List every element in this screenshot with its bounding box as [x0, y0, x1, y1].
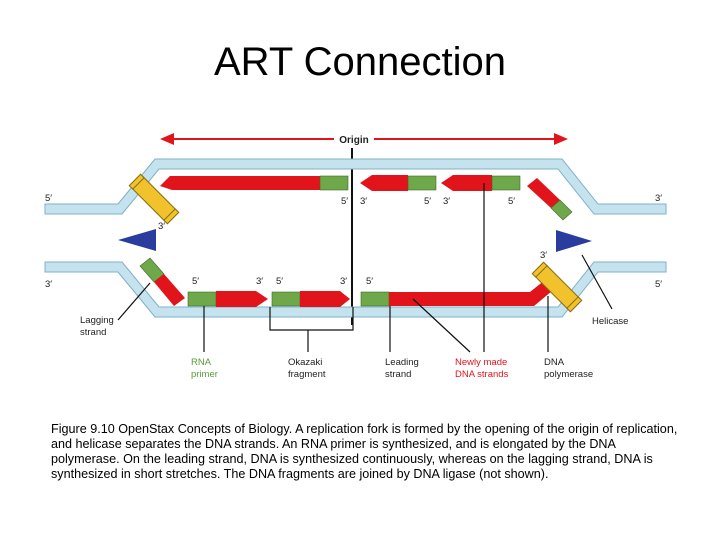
- svg-text:3′: 3′: [443, 196, 450, 207]
- svg-text:3′: 3′: [340, 276, 347, 287]
- svg-text:3′: 3′: [360, 196, 367, 207]
- dna-polymerase-label: DNA: [544, 357, 565, 368]
- bottom-leading-primer: [360, 291, 390, 307]
- top-lagging-end: [527, 178, 560, 208]
- figure-caption: Figure 9.10 OpenStax Concepts of Biology…: [51, 422, 678, 481]
- lagging-strand-label: Lagging: [80, 315, 114, 326]
- svg-text:5′: 5′: [655, 279, 662, 290]
- top-parent-strand: [44, 158, 667, 215]
- bottom-fragment-1: [216, 291, 268, 307]
- svg-text:primer: primer: [191, 369, 218, 380]
- top-leading-strand: [160, 176, 320, 190]
- svg-text:5′: 5′: [508, 196, 515, 207]
- dna-polymerase-right: [531, 261, 583, 313]
- top-fragment-2-primer: [491, 175, 521, 191]
- okazaki-fragment-label: Okazaki: [288, 357, 322, 368]
- dna-polymerase-left: [128, 173, 180, 225]
- top-fragment-1: [360, 175, 408, 191]
- bottom-lagging-start: [154, 274, 185, 306]
- svg-text:5′: 5′: [424, 196, 431, 207]
- bottom-leading-strand: [389, 276, 558, 306]
- bottom-parent-strand: [44, 261, 667, 318]
- slide-title: ART Connection: [213, 40, 507, 84]
- svg-text:5′: 5′: [276, 276, 283, 287]
- svg-text:polymerase: polymerase: [544, 369, 593, 380]
- svg-text:3′: 3′: [655, 193, 662, 204]
- svg-text:strand: strand: [80, 327, 106, 338]
- top-fragment-2: [441, 175, 492, 191]
- svg-text:5′: 5′: [192, 276, 199, 287]
- helicase-right-icon: [556, 230, 592, 252]
- origin-arrow-right-head: [554, 133, 568, 145]
- top-lagging-end-primer: [550, 199, 573, 221]
- svg-text:3′: 3′: [540, 250, 547, 261]
- svg-text:3′: 3′: [158, 221, 165, 232]
- svg-text:5′: 5′: [45, 193, 52, 204]
- svg-text:5′: 5′: [341, 196, 348, 207]
- svg-text:3′: 3′: [45, 279, 52, 290]
- svg-text:strand: strand: [385, 369, 411, 380]
- top-leading-primer: [319, 175, 349, 191]
- top-fragment-1-primer: [407, 175, 437, 191]
- bottom-fragment-2-primer: [271, 291, 301, 307]
- svg-text:3′: 3′: [256, 276, 263, 287]
- helicase-left-icon: [118, 229, 156, 251]
- svg-text:5′: 5′: [366, 276, 373, 287]
- rna-primer-label: RNA: [191, 357, 212, 368]
- svg-text:fragment: fragment: [288, 369, 326, 380]
- svg-text:DNA strands: DNA strands: [455, 369, 509, 380]
- leading-strand-label: Leading: [385, 357, 419, 368]
- helicase-label: Helicase: [592, 316, 628, 327]
- dna-replication-fork-diagram: Origin 5′ 3′ 3′ 5′ 3′ 5′ 3′ 5′ 3′ 5′ 5′: [44, 132, 667, 380]
- origin-arrow-left-head: [160, 133, 174, 145]
- bottom-fragment-2: [300, 291, 350, 307]
- origin-label: Origin: [339, 135, 368, 146]
- bottom-fragment-1-primer: [187, 291, 217, 307]
- newly-made-dna-label: Newly made: [455, 357, 507, 368]
